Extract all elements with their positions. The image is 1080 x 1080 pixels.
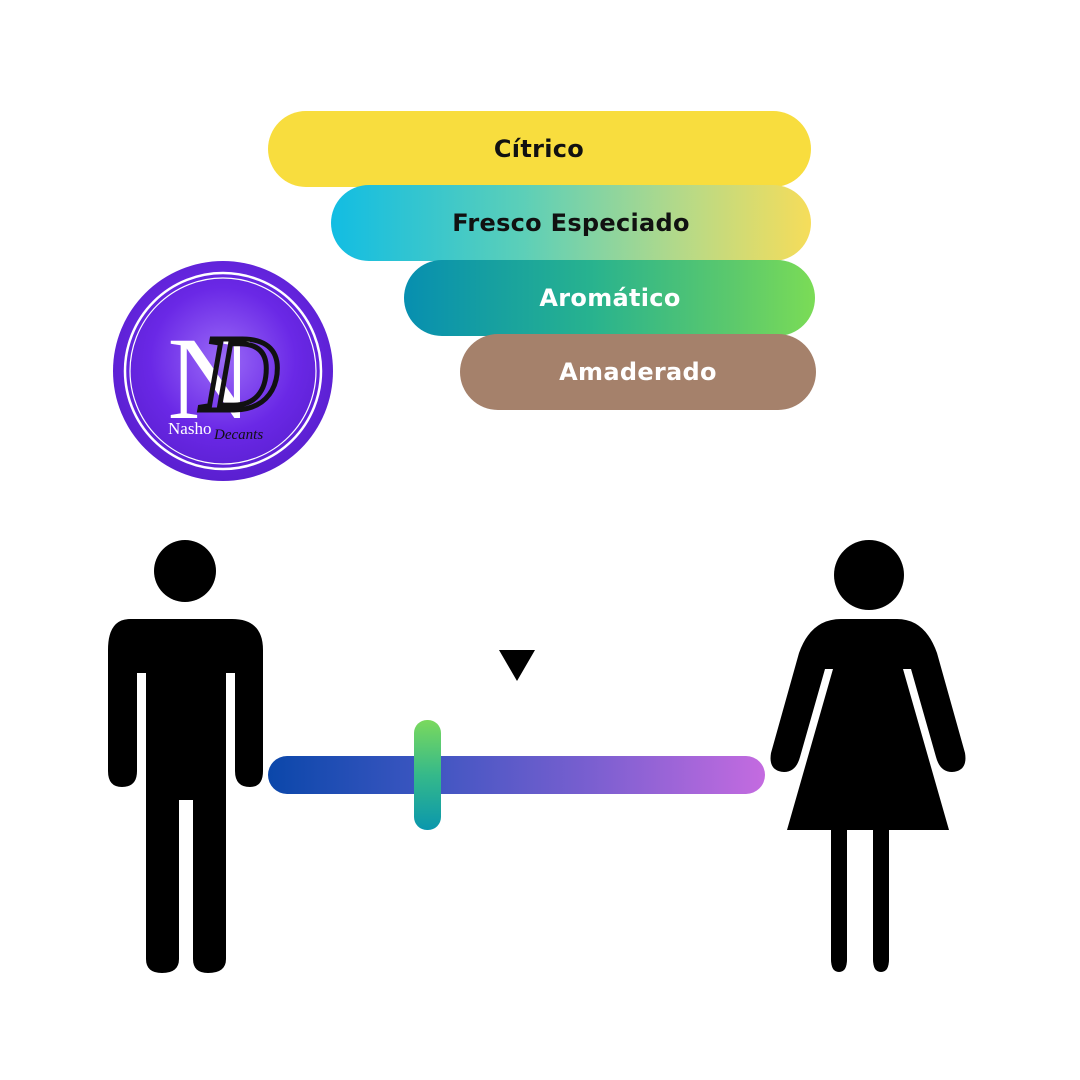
category-pill-aromatico: Aromático bbox=[404, 260, 815, 336]
woman-icon bbox=[770, 540, 966, 972]
category-label: Fresco Especiado bbox=[452, 209, 690, 237]
nasho-decants-logo: N D Nasho Decants bbox=[113, 261, 333, 481]
category-pill-fresco-especiado: Fresco Especiado bbox=[331, 185, 811, 261]
category-pill-amaderado: Amaderado bbox=[460, 334, 816, 410]
logo-letter-n: N bbox=[167, 313, 252, 444]
pointer-triangle-icon bbox=[498, 650, 535, 681]
logo-brand-right: Decants bbox=[213, 427, 263, 443]
gender-scale-thumb bbox=[413, 720, 441, 830]
gender-scale-track bbox=[268, 756, 765, 794]
category-label: Aromático bbox=[539, 284, 681, 312]
category-label: Amaderado bbox=[559, 358, 717, 386]
logo-brand-left: Nasho bbox=[168, 419, 211, 438]
man-icon bbox=[108, 540, 263, 973]
category-pill-citrico: Cítrico bbox=[268, 111, 811, 187]
category-label: Cítrico bbox=[493, 135, 585, 163]
logo-letter-d: D bbox=[199, 315, 279, 434]
